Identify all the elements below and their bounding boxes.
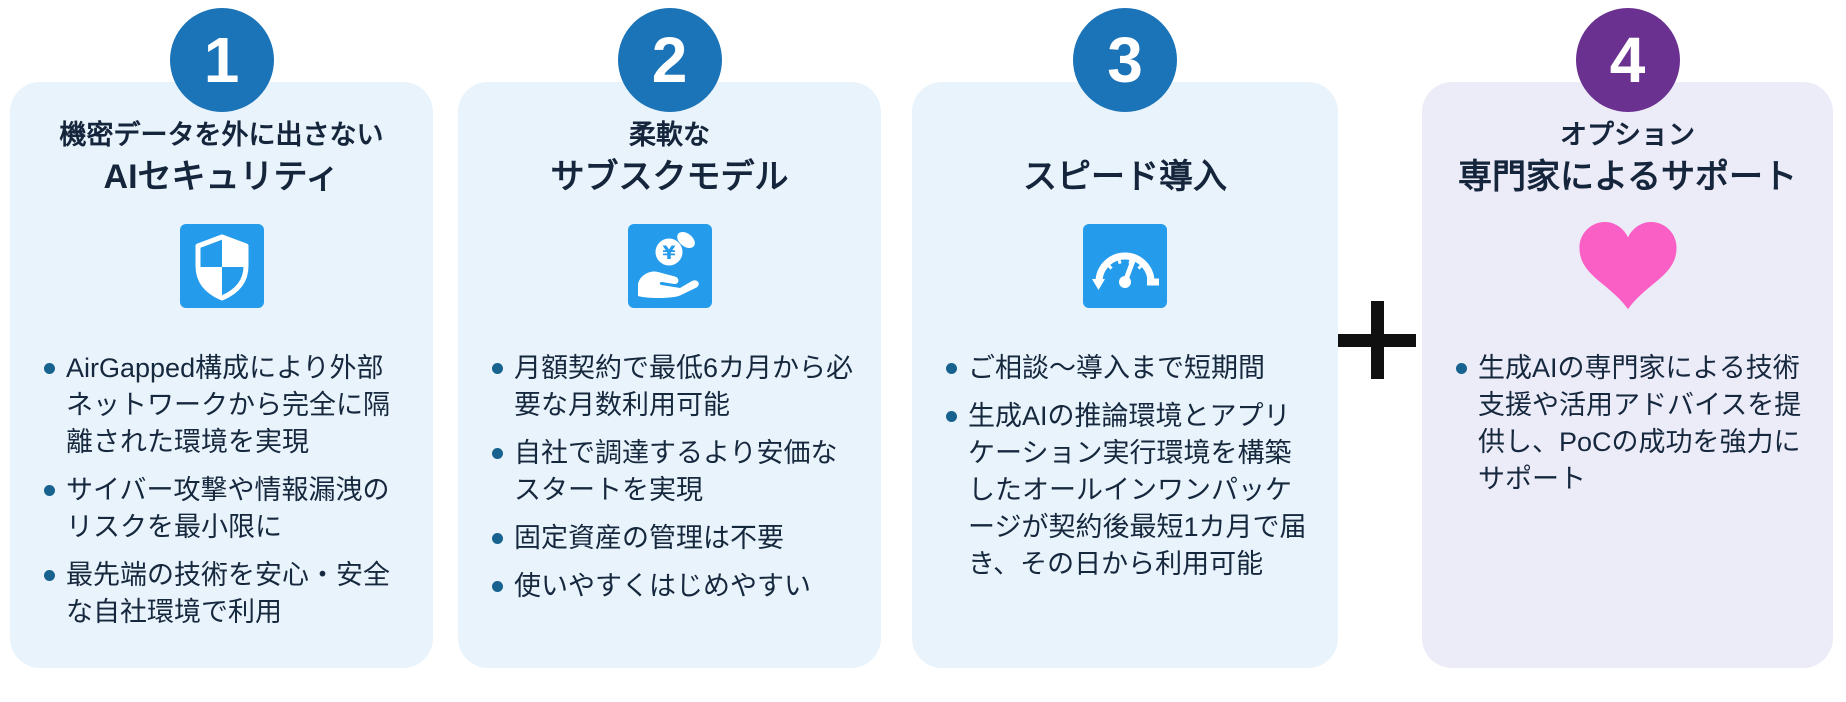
bullet-item: サイバー攻撃や情報漏洩のリスクを最小限に — [42, 472, 407, 546]
speedometer-icon — [1083, 223, 1167, 313]
bullet-list: AirGapped構成により外部ネットワークから完全に隔離された環境を実現 サイ… — [10, 350, 433, 631]
badge-number: 4 — [1609, 24, 1646, 96]
card-title: 専門家によるサポート — [1458, 158, 1797, 196]
bullet-item: 使いやすくはじめやすい — [490, 568, 855, 605]
card-speed-deployment: 3 スピード導入 — [912, 8, 1338, 668]
number-badge-1: 1 — [169, 8, 274, 112]
bullet-list: 月額契約で最低6カ月から必要な月数利用可能 自社で調達するより安価なスタートを実… — [458, 350, 881, 605]
card-subtitle: オプション — [1560, 120, 1695, 150]
card-subscription-model: 2 柔軟な サブスクモデル ¥ 月額契約で最低6カ月から必要な月数利用可能 — [458, 8, 881, 668]
bullet-item: 最先端の技術を安心・安全な自社環境で利用 — [42, 557, 407, 631]
bullet-list: ご相談〜導入まで短期間 生成AIの推論環境とアプリケーション実行環境を構築したオ… — [912, 350, 1338, 583]
card-title: スピード導入 — [1023, 158, 1227, 196]
bullet-item: AirGapped構成により外部ネットワークから完全に隔離された環境を実現 — [42, 350, 407, 461]
number-badge-4: 4 — [1575, 8, 1680, 112]
plus-icon — [1338, 301, 1416, 379]
bullet-item: 生成AIの専門家による技術支援や活用アドバイスを提供し、PoCの成功を強力にサポ… — [1454, 350, 1807, 498]
bullet-item: ご相談〜導入まで短期間 — [944, 350, 1312, 387]
number-badge-3: 3 — [1073, 8, 1177, 112]
card-title: AIセキュリティ — [103, 158, 340, 196]
bullet-item: 自社で調達するより安価なスタートを実現 — [490, 435, 855, 509]
card-subtitle: 柔軟な — [629, 120, 710, 150]
badge-number: 3 — [1107, 24, 1143, 96]
card-subtitle: 機密データを外に出さない — [59, 120, 384, 150]
card-expert-support: 4 オプション 専門家によるサポート 生成AIの専門家による技術支援や活用アドバ… — [1422, 8, 1833, 668]
bullet-item: 生成AIの推論環境とアプリケーション実行環境を構築したオールインワンパッケージが… — [944, 398, 1312, 583]
card-subtitle — [912, 116, 1338, 154]
badge-number: 2 — [651, 24, 688, 96]
hand-coin-icon: ¥ — [627, 223, 712, 313]
badge-number: 1 — [203, 24, 240, 96]
bullet-item: 月額契約で最低6カ月から必要な月数利用可能 — [490, 350, 855, 424]
bullet-list: 生成AIの専門家による技術支援や活用アドバイスを提供し、PoCの成功を強力にサポ… — [1422, 350, 1833, 498]
card-title: サブスクモデル — [550, 158, 789, 196]
bullet-item: 固定資産の管理は不要 — [490, 520, 855, 557]
heart-icon — [1578, 221, 1677, 315]
number-badge-2: 2 — [617, 8, 722, 112]
svg-text:¥: ¥ — [662, 242, 675, 264]
shield-icon — [179, 223, 264, 313]
card-ai-security: 1 機密データを外に出さない AIセキュリティ — [10, 8, 433, 668]
